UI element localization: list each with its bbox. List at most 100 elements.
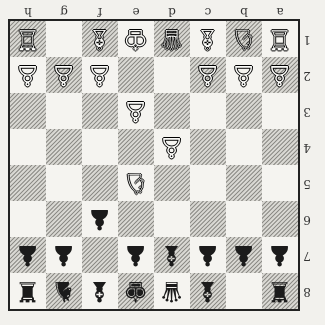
pawn-icon: ♟ [15,237,40,273]
square-d3[interactable] [154,93,190,129]
square-a3[interactable] [262,93,298,129]
pawn-icon: ♟ [195,237,220,273]
white-pawn-e3[interactable]: ♙ [118,93,154,129]
black-pawn-c7[interactable]: ♟ [190,237,226,273]
white-bishop-f1[interactable]: ♗ [82,21,118,57]
bishop-icon: ♝ [195,273,220,309]
bishop-icon: ♝ [87,273,112,309]
black-queen-d8[interactable]: ♛ [154,273,190,309]
white-bishop-c1[interactable]: ♗ [190,21,226,57]
pawn-icon: ♟ [123,237,148,273]
square-b4[interactable] [226,129,262,165]
square-b5[interactable] [226,165,262,201]
square-f4[interactable] [82,129,118,165]
square-c3[interactable] [190,93,226,129]
square-g6[interactable] [46,201,82,237]
square-h5[interactable] [10,165,46,201]
queen-icon: ♕ [159,21,184,57]
square-b8[interactable] [226,273,262,309]
file-label-d: d [154,4,190,18]
file-label-h: h [10,4,46,18]
bishop-icon: ♝ [159,237,184,273]
white-pawn-f2[interactable]: ♙ [82,57,118,93]
rank-label-4: 4 [300,140,314,154]
white-pawn-g2[interactable]: ♙ [46,57,82,93]
square-b6[interactable] [226,201,262,237]
square-a5[interactable] [262,165,298,201]
square-g3[interactable] [46,93,82,129]
white-pawn-h2[interactable]: ♙ [10,57,46,93]
square-d5[interactable] [154,165,190,201]
file-label-b: b [226,4,262,18]
square-a4[interactable] [262,129,298,165]
black-pawn-e7[interactable]: ♟ [118,237,154,273]
knight-icon: ♞ [51,273,76,309]
file-label-g: g [46,4,82,18]
white-pawn-a2[interactable]: ♙ [262,57,298,93]
white-king-e1[interactable]: ♔ [118,21,154,57]
square-g5[interactable] [46,165,82,201]
square-d6[interactable] [154,201,190,237]
file-label-e: e [118,4,154,18]
rank-label-8: 8 [300,284,314,298]
black-bishop-f8[interactable]: ♝ [82,273,118,309]
pawn-icon: ♙ [51,57,76,93]
white-rook-h1[interactable]: ♖ [10,21,46,57]
square-e4[interactable] [118,129,154,165]
square-h6[interactable] [10,201,46,237]
square-h3[interactable] [10,93,46,129]
black-knight-g8[interactable]: ♞ [46,273,82,309]
pawn-icon: ♙ [15,57,40,93]
white-knight-b1[interactable]: ♘ [226,21,262,57]
rank-label-7: 7 [300,248,314,262]
black-king-e8[interactable]: ♚ [118,273,154,309]
white-pawn-d4[interactable]: ♙ [154,129,190,165]
square-f5[interactable] [82,165,118,201]
white-knight-e5[interactable]: ♘ [118,165,154,201]
pawn-icon: ♙ [267,57,292,93]
pawn-icon: ♙ [123,93,148,129]
square-b3[interactable] [226,93,262,129]
rook-icon: ♜ [267,273,292,309]
knight-icon: ♘ [123,165,148,201]
black-rook-a8[interactable]: ♜ [262,273,298,309]
black-pawn-g7[interactable]: ♟ [46,237,82,273]
square-c4[interactable] [190,129,226,165]
black-pawn-h7[interactable]: ♟ [10,237,46,273]
pawn-icon: ♙ [231,57,256,93]
pawn-icon: ♙ [159,129,184,165]
black-rook-h8[interactable]: ♜ [10,273,46,309]
rook-icon: ♖ [267,21,292,57]
square-f7[interactable] [82,237,118,273]
black-pawn-b7[interactable]: ♟ [226,237,262,273]
file-label-f: f [82,4,118,18]
black-pawn-a7[interactable]: ♟ [262,237,298,273]
white-pawn-b2[interactable]: ♙ [226,57,262,93]
square-d2[interactable] [154,57,190,93]
rank-label-1: 1 [300,32,314,46]
square-c5[interactable] [190,165,226,201]
white-pawn-c2[interactable]: ♙ [190,57,226,93]
white-rook-a1[interactable]: ♖ [262,21,298,57]
bishop-icon: ♗ [195,21,220,57]
black-bishop-c8[interactable]: ♝ [190,273,226,309]
chess-board[interactable]: ♖♘♗♕♔♗♖♙♙♙♙♙♙♙♙♘♟♟♟♟♝♟♟♟♜♝♛♚♝♞♜ [8,19,300,311]
pawn-icon: ♙ [195,57,220,93]
rank-label-2: 2 [300,68,314,82]
black-pawn-f6[interactable]: ♟ [82,201,118,237]
square-a6[interactable] [262,201,298,237]
square-e6[interactable] [118,201,154,237]
rank-label-5: 5 [300,176,314,190]
square-e2[interactable] [118,57,154,93]
file-label-c: c [190,4,226,18]
square-g1[interactable] [46,21,82,57]
king-icon: ♔ [123,21,148,57]
black-bishop-d7[interactable]: ♝ [154,237,190,273]
white-queen-d1[interactable]: ♕ [154,21,190,57]
square-f3[interactable] [82,93,118,129]
queen-icon: ♛ [159,273,184,309]
square-g4[interactable] [46,129,82,165]
square-c6[interactable] [190,201,226,237]
square-h4[interactable] [10,129,46,165]
